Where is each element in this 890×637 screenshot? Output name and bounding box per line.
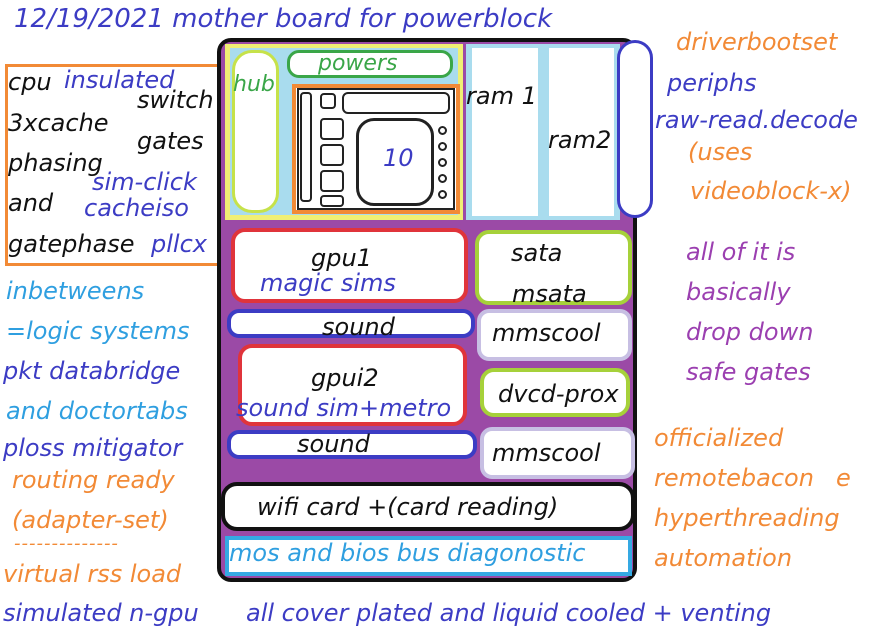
chip-inner-outline (297, 88, 455, 210)
note-remotebacon: remotebacon (654, 464, 814, 492)
phasing-label: phasing (8, 149, 103, 177)
cpu-label: cpu (8, 68, 52, 96)
powers-bar (287, 50, 453, 78)
note-ploss-mitigator: ploss mitigator (3, 434, 183, 462)
gatephase-label: gatephase (8, 230, 135, 258)
cache-label: 3xcache (8, 109, 109, 137)
hub-slot (232, 50, 279, 213)
chip-pad-2 (320, 118, 344, 140)
chip-dot-5 (438, 190, 447, 199)
gates-label: gates (137, 127, 204, 155)
chip-dot-2 (438, 142, 447, 151)
hub-label: hub (233, 72, 275, 97)
ram-2-inner (549, 48, 614, 216)
note-inbetweens: inbetweens (6, 277, 145, 305)
bios-bus-bar (225, 536, 632, 576)
gpui2-slot (238, 344, 467, 426)
note-driverbootset: driverbootset (676, 28, 838, 56)
footer-note: all cover plated and liquid cooled + ven… (246, 599, 772, 627)
sata-slot (475, 230, 632, 305)
note-doctortabs: and doctortabs (6, 397, 188, 425)
chip-core (356, 118, 434, 206)
note-safe-gates: safe gates (686, 358, 811, 386)
msata-label: msata (512, 280, 587, 308)
note-dash-line: -------------- (14, 533, 119, 554)
note-hyperthreading: hyperthreading (654, 504, 840, 532)
chip-dot-4 (438, 174, 447, 183)
note-uses: (uses (688, 138, 753, 166)
note-simulated-ngpu: simulated n-gpu (3, 599, 199, 627)
periphs-oval (617, 40, 653, 218)
switch-label: switch (137, 86, 214, 114)
sound-sim-metro-label: sound sim+metro (236, 394, 452, 422)
chip-pad-4 (320, 170, 344, 192)
sound-bottom-slot (227, 430, 477, 459)
chip-pad-1 (320, 93, 336, 109)
dvcd-prox-slot (480, 368, 630, 417)
sim-click-label: sim-click (92, 168, 197, 196)
sound-top-slot (227, 309, 475, 338)
note-periphs: periphs (667, 69, 757, 97)
wifi-card-label: wifi card +(card reading) (257, 493, 559, 521)
note-logic-systems: =logic systems (6, 317, 190, 345)
note-all-of-it-is: all of it is (686, 238, 796, 266)
sound-top-label: sound (322, 313, 395, 341)
diagram-title: 12/19/2021 mother board for powerblock (14, 4, 553, 34)
chip-label: 10 (383, 144, 414, 172)
chip-dot-1 (438, 126, 447, 135)
insulated-label: insulated (64, 66, 175, 94)
note-automation: automation (654, 544, 793, 572)
chip-dot-3 (438, 158, 447, 167)
note-virtual-rss: virtual rss load (3, 560, 182, 588)
note-drop-down: drop down (686, 318, 814, 346)
chip-header-bar (342, 92, 450, 114)
and-label: and (8, 189, 54, 217)
note-basically: basically (686, 278, 791, 306)
note-adapter-set: (adapter-set) (12, 506, 169, 534)
gpu1-label: gpu1 (311, 244, 372, 272)
cacheiso-label: cacheiso (84, 194, 189, 222)
powers-label: powers (318, 51, 398, 76)
gpui2-label: gpui2 (311, 364, 379, 392)
mmscool-top-label: mmscool (492, 319, 601, 347)
note-remotebacon-e: e (836, 464, 851, 492)
mmscool-bottom-label: mmscool (492, 439, 601, 467)
ram-1-inner (472, 48, 538, 216)
chip-die-top (300, 92, 312, 202)
note-pkt-databridge: pkt databridge (3, 357, 181, 385)
pllcx-label: pllcx (151, 230, 207, 258)
note-routing-ready: routing ready (12, 466, 175, 494)
mmscool-top-slot (477, 309, 632, 361)
note-videoblock-x: videoblock-x) (690, 177, 852, 205)
gpu1-slot (231, 228, 468, 303)
mmscool-bottom-slot (480, 427, 635, 479)
sata-label: sata (511, 239, 563, 267)
note-raw-read-decode: raw-read.decode (655, 106, 858, 134)
note-officialized: officialized (654, 424, 784, 452)
ram-2-label: ram2 (548, 126, 612, 154)
chip-pad-5 (320, 195, 344, 207)
magic-sims-label: magic sims (260, 269, 396, 297)
chip-pad-3 (320, 144, 344, 166)
bios-bus-label: mos and bios bus diagonostic (229, 539, 586, 567)
ram-1-label: ram 1 (466, 82, 537, 110)
wifi-card-slot (221, 482, 635, 531)
sound-bottom-label: sound (297, 430, 370, 458)
dvcd-prox-label: dvcd-prox (498, 380, 619, 408)
